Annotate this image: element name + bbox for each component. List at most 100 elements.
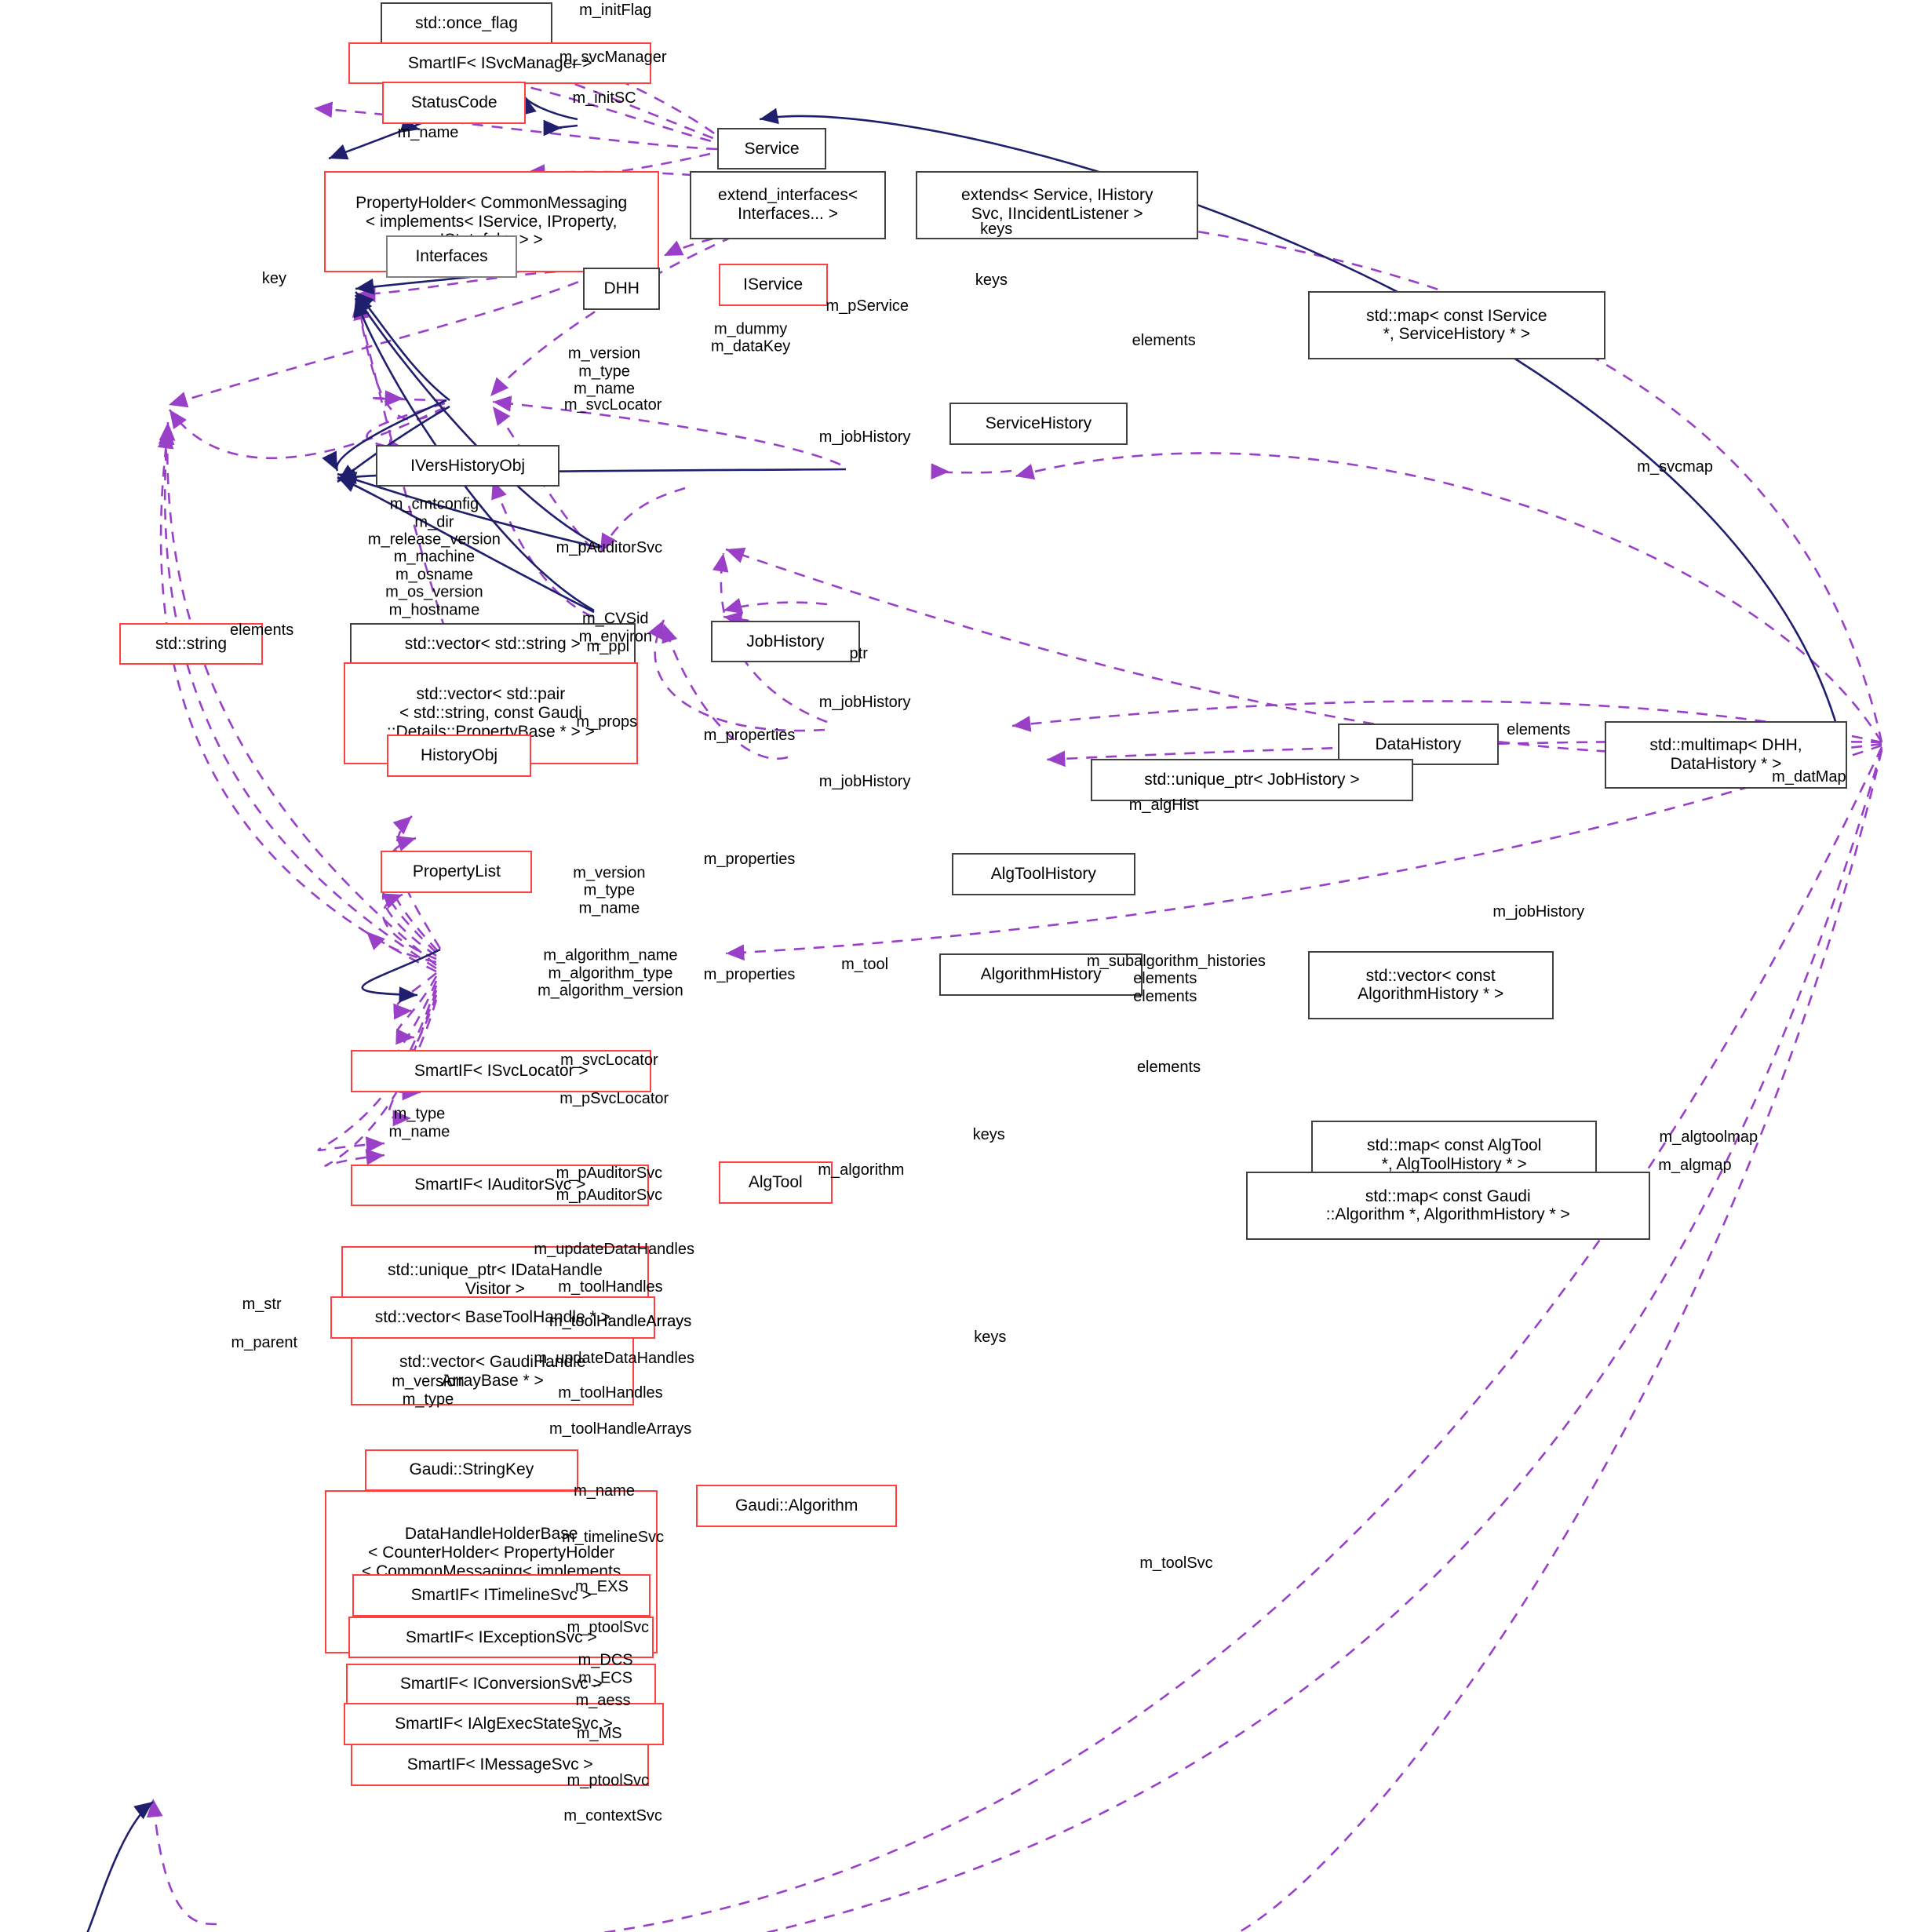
edge-label: m_properties	[703, 727, 796, 745]
edge-label: m_name	[397, 123, 459, 141]
class-node-smartif_isvcmgr[interactable]: SmartIF< ISvcManager >	[348, 42, 652, 85]
class-node-smartif_imsg[interactable]: SmartIF< IMessageSvc >	[351, 1744, 649, 1786]
class-node-extend_ifaces[interactable]: extend_interfaces< Interfaces... >	[690, 170, 886, 239]
edge-label: m_algmap	[1658, 1156, 1732, 1174]
edge-label: m_toolHandleArrays	[549, 1312, 692, 1330]
edge-label: m_version m_type m_name	[567, 344, 641, 398]
edge-label: m_properties	[703, 965, 796, 983]
edge-label: elements	[1133, 988, 1197, 1006]
edge-label: m_jobHistory	[818, 772, 911, 790]
class-node-once_flag[interactable]: std::once_flag	[381, 2, 552, 45]
edge-label: m_pSvcLocator	[559, 1089, 669, 1107]
edge-label: m_updateDataHandles	[534, 1350, 694, 1368]
edge-label: m_toolHandles	[558, 1384, 663, 1402]
class-node-vec_gaudiarr[interactable]: std::vector< GaudiHandle ArrayBase * >	[351, 1337, 634, 1406]
class-node-vec_string[interactable]: std::vector< std::string >	[349, 622, 636, 665]
edge-label: elements	[1132, 331, 1196, 349]
edge-label: elements	[230, 622, 294, 640]
edge-label: m_algorithm	[818, 1161, 905, 1179]
class-node-iservice[interactable]: IService	[718, 264, 828, 306]
edge-label: elements	[1136, 1059, 1201, 1077]
edge-label: m_props	[576, 713, 638, 731]
edge-label: m_aess	[575, 1691, 631, 1709]
edge-label: m_ptoolSvc	[567, 1618, 650, 1636]
class-node-string[interactable]: std::string	[118, 622, 264, 665]
edge-label: m_cmtconfig m_dir m_release_version m_ma…	[367, 495, 501, 619]
class-node-smartif_ialgexec[interactable]: SmartIF< IAlgExecStateSvc >	[344, 1703, 664, 1745]
edge-label: m_toolHandles	[558, 1278, 663, 1296]
edge-label: m_svcManager	[559, 48, 667, 66]
edge-label: m_MS	[576, 1725, 622, 1743]
class-node-datahistory[interactable]: DataHistory	[1337, 723, 1500, 766]
class-node-algtoolhistory[interactable]: AlgToolHistory	[951, 853, 1135, 896]
edge-label: keys	[980, 220, 1013, 238]
edge-label: keys	[975, 271, 1008, 289]
edge-label: m_str	[242, 1295, 282, 1313]
class-node-multimap_dhh[interactable]: std::multimap< DHH, DataHistory * >	[1604, 720, 1848, 789]
class-node-smartif_iaudit[interactable]: SmartIF< IAuditorSvc >	[351, 1164, 649, 1207]
edge-label: m_jobHistory	[818, 428, 911, 446]
edge-label: m_svcLocator	[560, 1051, 658, 1069]
edge-label: m_type m_name	[388, 1106, 450, 1141]
edge-label: m_jobHistory	[818, 693, 911, 711]
edge-label: m_pAuditorSvc	[556, 1186, 663, 1204]
class-node-jobhistory[interactable]: JobHistory	[711, 620, 860, 663]
edge-label: m_timelineSvc	[562, 1528, 665, 1546]
edge-label: m_pService	[825, 297, 909, 315]
edge-label: m_algtoolmap	[1659, 1128, 1758, 1146]
class-node-extends_service[interactable]: extends< Service, IHistory Svc, IInciden…	[915, 170, 1199, 239]
class-node-smartif_itimeline[interactable]: SmartIF< ITimelineSvc >	[352, 1573, 651, 1617]
edge-label: m_properties	[703, 851, 796, 869]
edge-label: m_dummy m_dataKey	[711, 320, 791, 355]
class-node-vec_basetool[interactable]: std::vector< BaseToolHandle * >	[330, 1296, 655, 1340]
class-node-stringkey[interactable]: Gaudi::StringKey	[364, 1449, 578, 1492]
edge-label: m_DCS m_ECS	[578, 1652, 633, 1687]
edge-label: m_contextSvc	[563, 1806, 662, 1824]
edge-label: m_svcLocator	[563, 396, 662, 414]
edge-label: m_toolHandleArrays	[549, 1420, 692, 1438]
edge-label: m_toolSvc	[1139, 1554, 1213, 1572]
edge-label: m_algorithm_name m_algorithm_type m_algo…	[538, 946, 683, 1000]
class-node-smartif_iexc[interactable]: SmartIF< IExceptionSvc >	[348, 1616, 654, 1659]
edge-label: m_ppl	[586, 637, 630, 655]
edge-label: m_parent	[231, 1333, 298, 1351]
edge-label: m_updateDataHandles	[534, 1241, 694, 1259]
edge-label: m_subalgorithm_histories	[1087, 952, 1266, 970]
class-node-map_iservice[interactable]: std::map< const IService *, ServiceHisto…	[1307, 290, 1606, 359]
class-node-interfaces[interactable]: Interfaces	[385, 235, 518, 278]
edge-label: m_initSC	[572, 89, 636, 107]
edge-label: keys	[974, 1329, 1007, 1347]
edge-label: m_ptoolSvc	[567, 1772, 650, 1790]
class-node-smartif_isvcloc[interactable]: SmartIF< ISvcLocator >	[351, 1050, 652, 1092]
edge-label: m_EXS	[574, 1577, 629, 1595]
class-node-uniq_jobhist[interactable]: std::unique_ptr< JobHistory >	[1090, 759, 1413, 802]
class-node-vec_alghist[interactable]: std::vector< const AlgorithmHistory * >	[1307, 951, 1554, 1019]
class-node-algtool[interactable]: AlgTool	[718, 1161, 833, 1204]
class-node-servicehistory[interactable]: ServiceHistory	[949, 402, 1128, 445]
edge-label: m_name	[574, 1482, 635, 1500]
edge-label: m_version m_type	[392, 1372, 465, 1409]
edge-label: key	[261, 269, 286, 287]
edge-label: m_datMap	[1772, 767, 1846, 786]
edge-label: ptr	[849, 645, 868, 663]
class-node-iversobj[interactable]: IVersHistoryObj	[376, 444, 560, 487]
class-node-historyobj[interactable]: HistoryObj	[387, 734, 531, 777]
edge-label: m_algHist	[1128, 796, 1199, 814]
edge-label: elements	[1133, 969, 1197, 987]
edge-label: m_toolHandleArrays	[549, 1312, 692, 1330]
edge-label: m_initFlag	[579, 1, 652, 19]
edge-label: m_pAuditorSvc	[556, 1164, 663, 1182]
class-node-propertylist[interactable]: PropertyList	[381, 851, 533, 893]
edge-label: keys	[972, 1125, 1005, 1143]
edge-label: m_version m_type m_name	[573, 864, 646, 917]
class-node-gaudialgorithm[interactable]: Gaudi::Algorithm	[696, 1485, 898, 1527]
edge-label: m_tool	[841, 956, 889, 974]
class-node-algorithmhistory[interactable]: AlgorithmHistory	[938, 953, 1143, 996]
edge-label: m_CVSid m_environ	[578, 610, 652, 646]
class-node-statuscode[interactable]: StatusCode	[382, 82, 527, 124]
class-node-service[interactable]: Service	[716, 127, 827, 170]
edge-label: m_jobHistory	[1492, 902, 1585, 920]
class-node-dhh[interactable]: DHH	[583, 267, 661, 310]
class-node-map_gaudialg[interactable]: std::map< const Gaudi ::Algorithm *, Alg…	[1245, 1171, 1651, 1240]
